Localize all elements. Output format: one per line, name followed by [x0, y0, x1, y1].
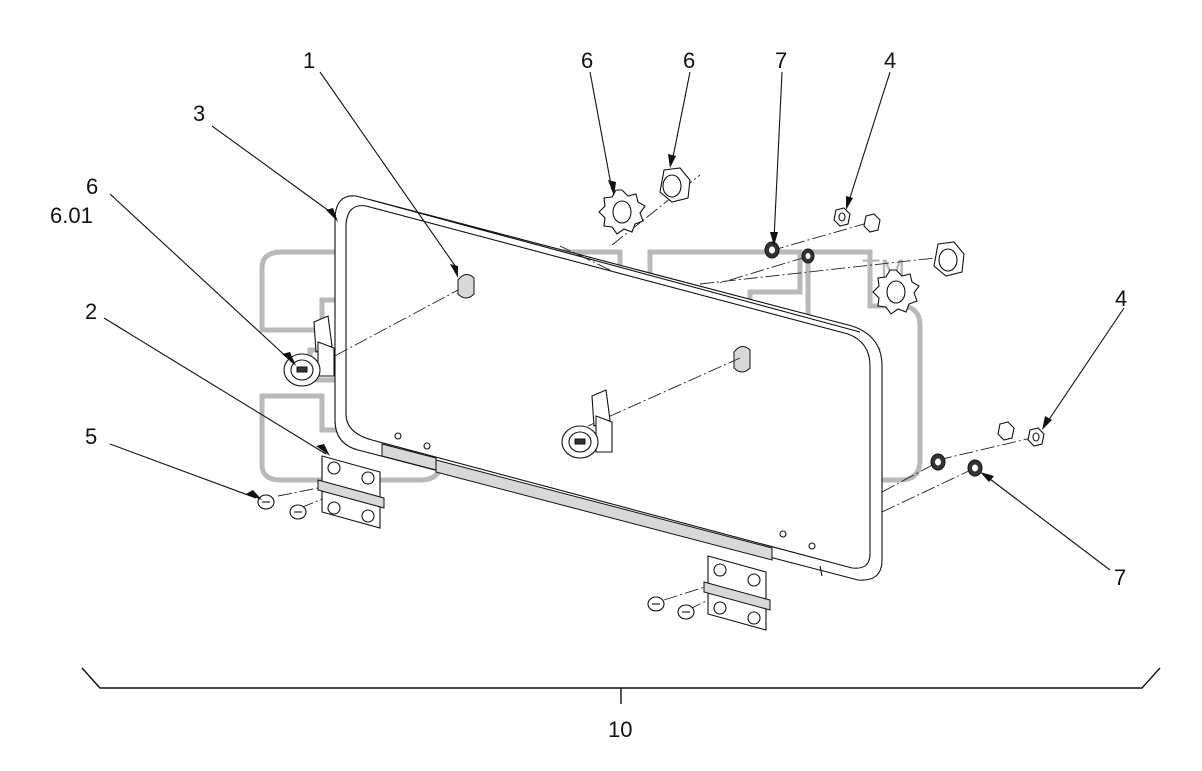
screw-right-1 — [647, 596, 665, 612]
washer-top-2 — [801, 248, 815, 264]
assembly-bracket — [81, 667, 1161, 704]
cam-lock-left — [283, 315, 335, 387]
callout-4-right: 4 — [1115, 286, 1127, 311]
screw-left-1 — [257, 494, 275, 510]
callout-7-top: 7 — [775, 48, 787, 73]
panel-tab-center — [733, 346, 751, 373]
washer-bottom-1 — [930, 453, 946, 471]
star-washer-top — [598, 189, 646, 235]
frame-holes — [394, 432, 816, 550]
cam-lock-center — [561, 389, 613, 459]
screw-left-2 — [289, 504, 307, 520]
callout-6-left: 6 — [86, 174, 98, 199]
small-nut-top-2 — [863, 213, 881, 233]
star-washer-right — [872, 269, 920, 315]
callout-2: 2 — [85, 299, 97, 324]
callout-6-01: 6.01 — [50, 203, 93, 228]
assembly-axis-lines — [277, 174, 1041, 611]
callout-10: 10 — [608, 717, 632, 742]
hinge-left — [317, 455, 385, 529]
callout-5: 5 — [85, 424, 97, 449]
hex-nut-right — [933, 241, 965, 277]
callout-1: 1 — [303, 48, 315, 73]
callout-7-bottom: 7 — [1114, 565, 1126, 590]
panel-tab-left — [457, 274, 475, 299]
washer-top-1 — [764, 241, 780, 259]
screw-right-2 — [677, 604, 695, 620]
callout-labels: 1 2 3 4 4 5 6 6 6 6.01 7 7 10 — [50, 48, 1127, 742]
callout-6-top-right: 6 — [683, 48, 695, 73]
small-nut-bottom-1 — [997, 421, 1015, 441]
callout-4-top: 4 — [884, 48, 896, 73]
small-nut-bottom-2 — [1027, 427, 1045, 447]
small-nut-top-1 — [833, 207, 851, 227]
hinge-right — [703, 555, 771, 631]
leader-lines — [103, 71, 1125, 571]
washer-bottom-2 — [967, 459, 983, 477]
hex-nut-top — [659, 167, 691, 203]
callout-3: 3 — [193, 101, 205, 126]
callout-6-top-left: 6 — [581, 48, 593, 73]
